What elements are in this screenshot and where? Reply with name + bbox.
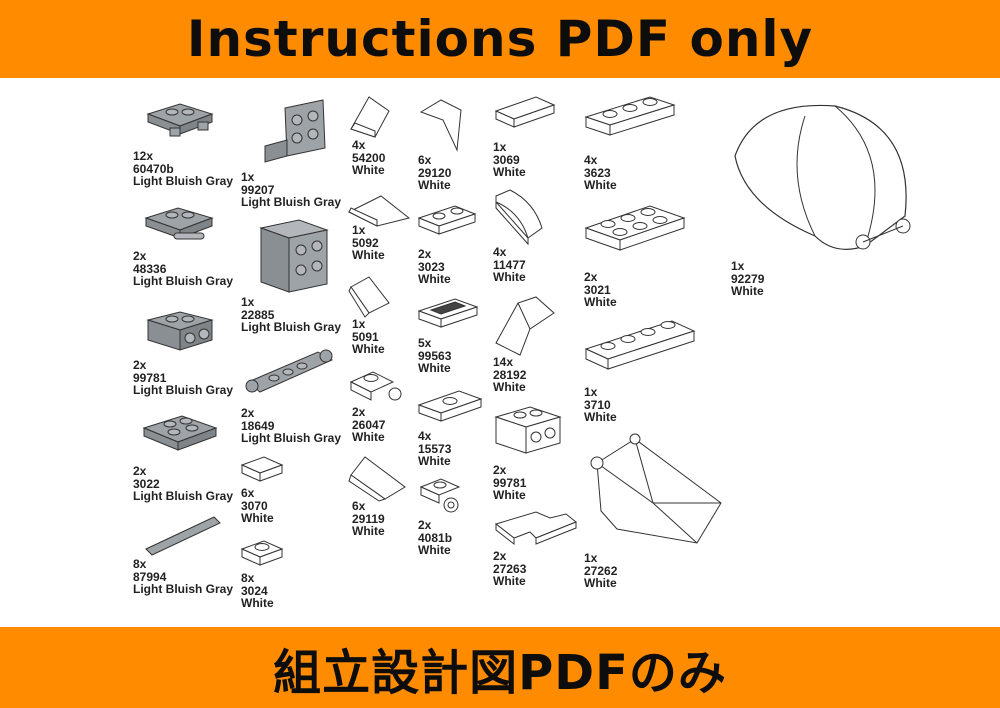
label-4081b: 2x 4081b White (418, 518, 453, 557)
tile-corner-icon (494, 511, 577, 546)
label-99563: 5x 99563 White (418, 336, 452, 375)
label-18649: 2x 18649 Light Bluish Gray (241, 406, 342, 445)
label-87994: 8x 87994 Light Bluish Gray (133, 557, 234, 596)
label-27263: 2x 27263 White (493, 549, 527, 588)
footer-banner: 組立設計図PDFのみ (0, 627, 1000, 708)
label-99207: 1x 99207 Light Bluish Gray (241, 170, 342, 209)
bracket-icon (146, 311, 214, 351)
tile-icon (240, 456, 284, 482)
label-3022: 2x 3022 Light Bluish Gray (133, 464, 234, 503)
label-5092: 1x 5092 White (352, 223, 385, 262)
plate-handle-icon (144, 207, 214, 240)
label-26047: 2x 26047 White (352, 405, 386, 444)
plate-2x3-icon (584, 205, 686, 251)
canopy-icon (734, 104, 911, 250)
plate-2x2-icon (142, 415, 218, 451)
label-3710: 1x 3710 White (584, 385, 617, 424)
label-5091: 1x 5091 White (352, 317, 385, 356)
label-3023: 2x 3023 White (418, 247, 451, 286)
plate-clips-icon (245, 349, 334, 393)
label-3069: 1x 3069 White (493, 140, 526, 179)
label-54200: 4x 54200 White (352, 138, 386, 177)
label-3070: 6x 3070 White (241, 486, 274, 525)
footer-title: 組立設計図PDFのみ (273, 644, 727, 701)
brick-studs-icon (259, 219, 329, 293)
label-29120: 6x 29120 White (418, 153, 452, 192)
slope-icon (350, 96, 390, 138)
bracket-icon (494, 406, 562, 454)
wedge-icon (419, 99, 462, 152)
label-99781-white: 2x 99781 White (493, 463, 527, 502)
wedge-icon (348, 456, 406, 502)
label-3024: 8x 3024 White (241, 571, 274, 610)
header-banner: Instructions PDF only (0, 0, 1000, 78)
label-92279: 1x 92279 White (731, 259, 765, 298)
slope-icon (348, 276, 390, 318)
parts-sheet: 12x 60470b Light Bluish Gray 2x 48336 Li… (0, 78, 1000, 627)
plate-1x1-icon (240, 540, 284, 566)
bracket-icon (264, 99, 326, 163)
curved-slope-icon (495, 189, 543, 246)
header-title: Instructions PDF only (186, 10, 814, 68)
label-99781-gray: 2x 99781 Light Bluish Gray (133, 358, 234, 397)
plate-1x3-icon (584, 96, 676, 136)
plate-clip-icon (349, 371, 402, 401)
label-22885: 1x 22885 Light Bluish Gray (241, 295, 342, 334)
label-27262: 1x 27262 White (584, 551, 618, 590)
wedge-icon (347, 195, 411, 227)
label-11477: 4x 11477 White (493, 245, 526, 284)
label-3623: 4x 3623 White (584, 153, 617, 192)
plate-1x4-icon (584, 320, 696, 370)
wedge-large-icon (590, 433, 722, 544)
label-60470b: 12x 60470b Light Bluish Gray (133, 149, 234, 188)
label-28192: 14x 28192 White (493, 355, 527, 394)
plate-clips-icon (146, 103, 214, 137)
plate-clip-icon (419, 478, 461, 513)
slope-icon (495, 296, 555, 356)
jumper-plate-icon (417, 390, 483, 422)
tile-icon (494, 96, 556, 128)
label-3021: 2x 3021 White (584, 270, 617, 309)
label-15573: 4x 15573 White (418, 429, 452, 468)
label-29119: 6x 29119 White (352, 499, 385, 538)
ingot-icon (417, 298, 479, 328)
label-48336: 2x 48336 Light Bluish Gray (133, 249, 234, 288)
bar-icon (145, 516, 221, 556)
plate-1x2-icon (417, 205, 477, 235)
